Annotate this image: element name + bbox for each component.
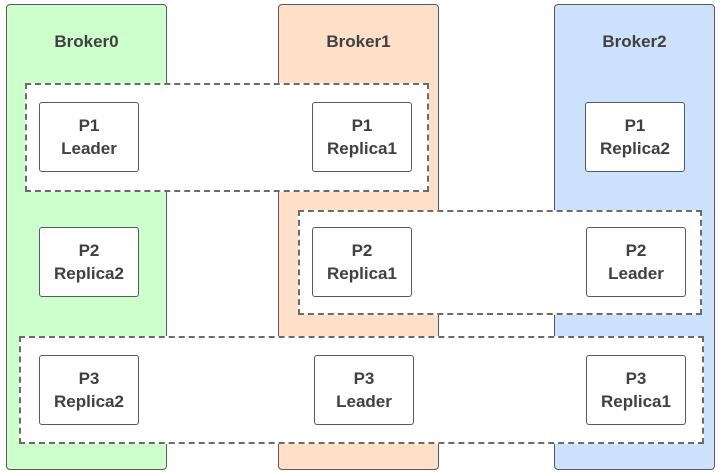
partition-id: P3 xyxy=(353,369,375,388)
partition-id: P2 xyxy=(351,241,373,260)
partition-id: P1 xyxy=(78,116,100,135)
partition-role: Replica2 xyxy=(54,392,124,411)
partition-role: Replica1 xyxy=(601,392,671,411)
broker-0-title: Broker0 xyxy=(54,32,119,51)
partition-id: P2 xyxy=(625,241,647,260)
partition-p1-leader: P1 Leader xyxy=(39,102,139,172)
partition-p3-replica1: P3 Replica1 xyxy=(586,355,686,425)
partition-p3-replica2: P3 Replica2 xyxy=(39,355,139,425)
partition-id: P3 xyxy=(78,369,100,388)
partition-p1-replica2: P1 Replica2 xyxy=(585,102,685,172)
partition-role: Leader xyxy=(608,264,664,283)
partition-role: Replica1 xyxy=(327,264,397,283)
partition-p2-leader: P2 Leader xyxy=(586,227,686,297)
broker-2-title: Broker2 xyxy=(602,32,667,51)
partition-id: P1 xyxy=(624,116,646,135)
partition-p2-replica2: P2 Replica2 xyxy=(39,227,139,297)
partition-role: Replica2 xyxy=(600,139,670,158)
partition-id: P2 xyxy=(78,241,100,260)
partition-role: Replica1 xyxy=(327,139,397,158)
partition-role: Leader xyxy=(61,139,117,158)
partition-id: P1 xyxy=(351,116,373,135)
partition-role: Leader xyxy=(336,392,392,411)
partition-p1-replica1: P1 Replica1 xyxy=(312,102,412,172)
partition-p3-leader: P3 Leader xyxy=(314,355,414,425)
partition-role: Replica2 xyxy=(54,264,124,283)
broker-1-title: Broker1 xyxy=(326,32,391,51)
partition-p2-replica1: P2 Replica1 xyxy=(312,227,412,297)
partition-id: P3 xyxy=(625,369,647,388)
